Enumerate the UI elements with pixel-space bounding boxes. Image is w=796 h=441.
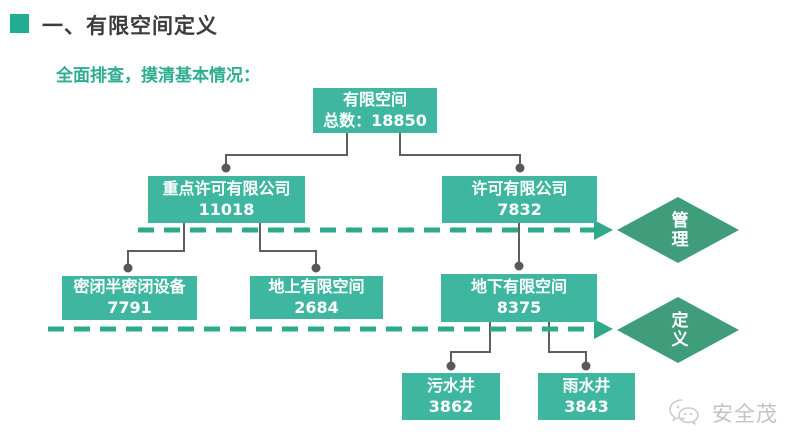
node-rain-well-value: 3843 [564,396,609,416]
management-arrowhead-icon [594,220,613,240]
node-sewage-well-label: 污水井 [426,375,475,395]
node-root-label: 有限空间 [342,89,407,109]
node-sewage-well: 污水井 3862 [402,373,500,420]
dot-rain [581,361,591,371]
management-diamond [617,197,739,263]
connector-below-rain [548,322,587,362]
management-diamond-label: 管理 [667,211,688,249]
dot-enclosed [123,263,133,273]
node-permit-label: 许可有限公司 [471,178,568,198]
node-rain-well: 雨水井 3843 [538,373,635,420]
node-key-permit-value: 11018 [198,199,255,219]
node-below-ground-value: 8375 [496,298,542,317]
dot-keypermit [221,163,231,173]
slide-subtitle: 全面排查，摸清基本情况： [56,66,260,86]
page-title: 一、有限空间定义 [42,14,218,38]
node-permit: 许可有限公司 7832 [442,176,597,223]
node-enclosed-label: 密闭半密闭设备 [73,277,186,297]
node-root-value: 总数：18850 [323,110,427,130]
connector-below-sewage [450,322,491,362]
watermark: 安全茂 [666,397,778,429]
dashed-arrows [48,220,613,339]
node-enclosed-value: 7791 [107,298,152,317]
dot-below [514,261,524,271]
watermark-brand-text: 安全茂 [712,402,778,426]
node-enclosed: 密闭半密闭设备 7791 [62,276,197,320]
dot-sewage [446,361,456,371]
title-bullet-square [10,14,29,33]
node-below-ground: 地下有限空间 8375 [441,274,597,322]
connector-root-permit [399,133,521,164]
dot-above [311,263,321,273]
connector-keypermit-enclosed [127,223,185,264]
node-sewage-well-value: 3862 [428,396,474,416]
node-below-ground-label: 地下有限空间 [470,277,567,297]
connector-root-keypermit [225,133,348,164]
node-key-permit-label: 重点许可有限公司 [162,178,291,198]
connector-dots [123,163,591,371]
definition-diamond [617,297,739,363]
node-above-ground-value: 2684 [294,297,339,317]
dot-permit [515,163,525,173]
node-key-permit: 重点许可有限公司 11018 [148,176,305,223]
diamond-shapes [617,197,739,363]
connector-keypermit-above [259,223,317,264]
chat-bubbles-icon [669,399,699,426]
tree-connectors [127,133,587,362]
node-above-ground: 地上有限空间 2684 [250,276,383,319]
node-permit-value: 7832 [497,199,542,219]
definition-diamond-label: 定义 [667,311,688,349]
node-root: 有限空间 总数：18850 [313,88,437,133]
node-above-ground-label: 地上有限空间 [268,276,365,296]
node-rain-well-label: 雨水井 [562,375,611,395]
definition-arrowhead-icon [594,319,613,339]
